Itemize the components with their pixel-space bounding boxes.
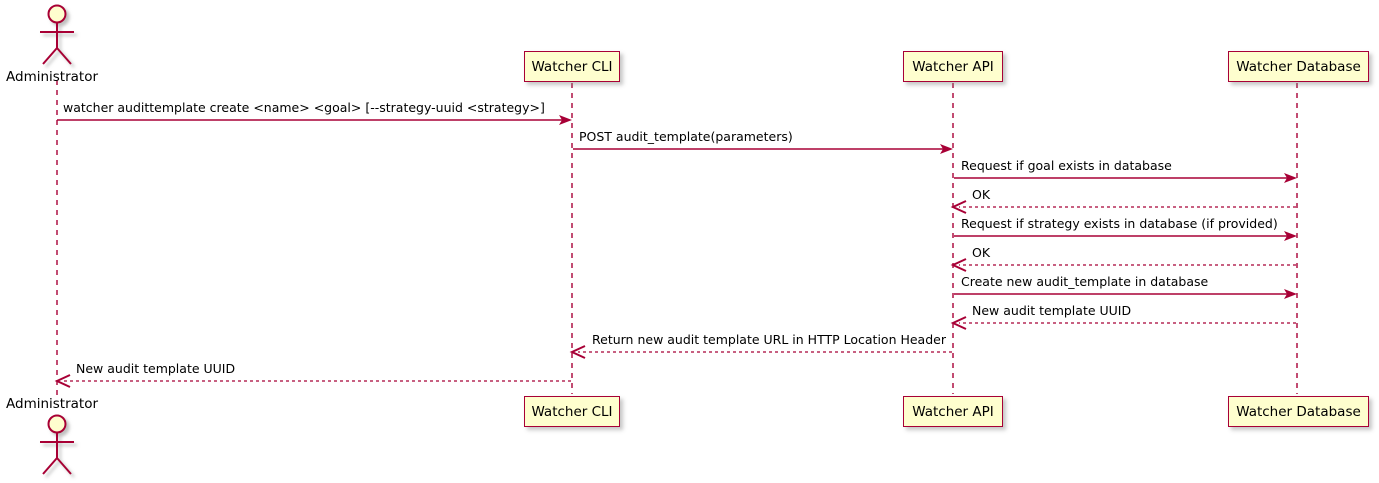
- message-arrow-1: [57, 115, 572, 125]
- message-arrow-7: [954, 289, 1297, 299]
- message-label-5: Request if strategy exists in database (…: [961, 216, 1278, 231]
- message-label-6: OK: [972, 245, 991, 260]
- message-label-4: OK: [972, 187, 991, 202]
- participant-watcher-cli-top[interactable]: Watcher CLI: [524, 51, 620, 82]
- message-label-1: watcher audittemplate create <name> <goa…: [63, 100, 545, 115]
- actor-administrator-bottom: [40, 414, 74, 475]
- message-arrow-5: [954, 231, 1297, 241]
- message-arrow-6: [950, 258, 1296, 272]
- message-label-3: Request if goal exists in database: [961, 158, 1172, 173]
- actor-administrator-top: [40, 4, 74, 65]
- message-arrow-3: [954, 173, 1297, 183]
- message-arrow-9: [569, 345, 952, 359]
- message-arrow-2: [573, 144, 953, 154]
- participant-watcher-cli-bottom[interactable]: Watcher CLI: [524, 396, 620, 427]
- participant-watcher-database-top[interactable]: Watcher Database: [1228, 51, 1369, 82]
- message-arrow-10: [54, 374, 571, 388]
- participant-watcher-api-top[interactable]: Watcher API: [903, 51, 1003, 82]
- message-label-2: POST audit_template(parameters): [579, 129, 793, 144]
- message-label-9: Return new audit template URL in HTTP Lo…: [592, 332, 946, 347]
- lifelines: [56, 80, 1298, 397]
- message-arrow-8: [950, 316, 1296, 330]
- message-label-7: Create new audit_template in database: [961, 274, 1209, 289]
- participant-watcher-database-bottom[interactable]: Watcher Database: [1228, 396, 1369, 427]
- message-arrow-4: [950, 200, 1296, 214]
- message-label-8: New audit template UUID: [972, 303, 1132, 318]
- actor-label-administrator-bottom: Administrator: [6, 396, 99, 412]
- message-label-10: New audit template UUID: [76, 361, 236, 376]
- actor-label-administrator-top: Administrator: [6, 69, 99, 85]
- participant-watcher-api-bottom[interactable]: Watcher API: [903, 396, 1003, 427]
